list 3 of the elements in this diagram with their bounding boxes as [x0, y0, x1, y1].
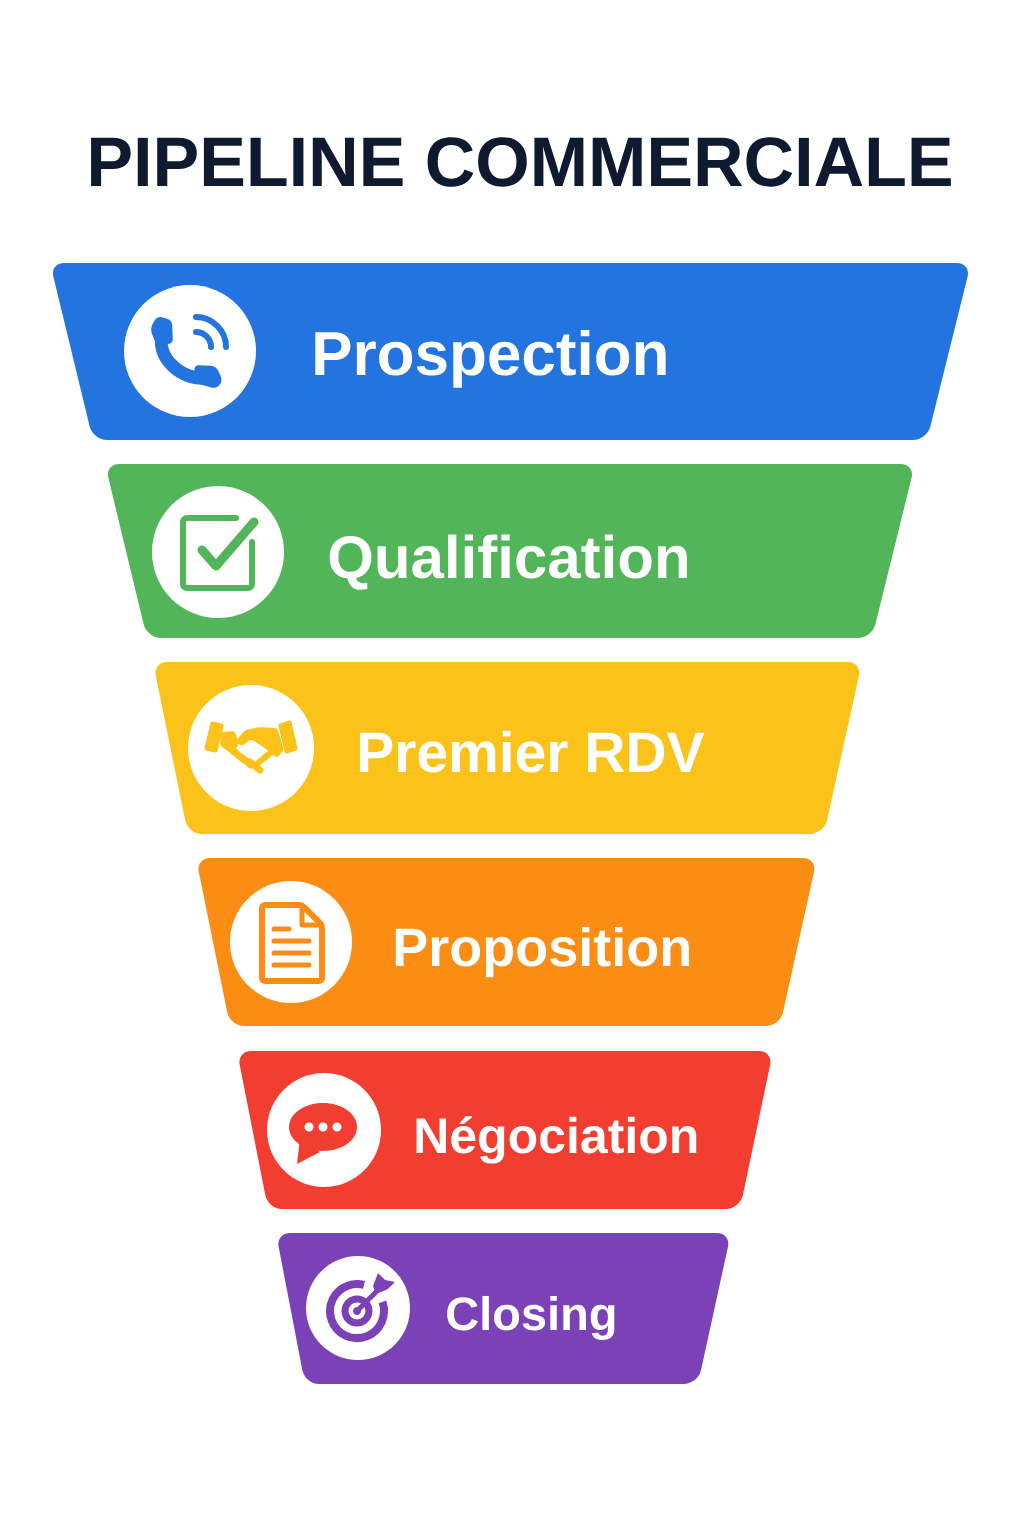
funnel-band: Qualification — [107, 464, 913, 638]
title: PIPELINE COMMERCIALE — [91, 137, 951, 187]
funnel-band: Prospection — [52, 263, 968, 440]
